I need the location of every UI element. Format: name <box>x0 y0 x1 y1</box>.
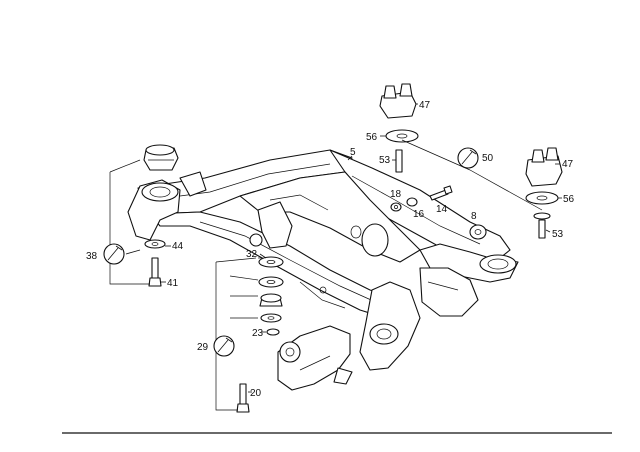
rear-right-mount-stack-47a <box>379 83 471 173</box>
callout-labels: 47 56 53 5 50 47 18 16 14 8 56 53 38 44 … <box>86 100 575 399</box>
wrench-icon <box>213 335 235 357</box>
callout-38: 38 <box>86 251 98 262</box>
callout-53-upper: 53 <box>379 155 391 166</box>
callout-14: 14 <box>436 204 448 215</box>
callout-5: 5 <box>350 147 356 158</box>
callout-16: 16 <box>413 209 425 220</box>
callout-32: 32 <box>246 249 258 260</box>
callout-53-right: 53 <box>552 229 564 240</box>
rear-left-mount-stack <box>215 256 284 413</box>
callout-56-upper: 56 <box>366 132 378 143</box>
front-left-mount-stack <box>109 144 179 287</box>
callout-44: 44 <box>172 241 184 252</box>
wrench-icon <box>103 243 125 265</box>
differential-housing <box>277 325 353 391</box>
callout-47-upper: 47 <box>419 100 431 111</box>
callout-41: 41 <box>167 278 179 289</box>
leader-lines <box>125 103 562 393</box>
callout-18: 18 <box>390 189 402 200</box>
callout-8: 8 <box>471 211 477 222</box>
axle-carrier-frame <box>127 149 519 371</box>
callout-29: 29 <box>197 342 209 353</box>
rear-right-mount-stack-47b <box>469 147 563 239</box>
wrench-icon <box>457 147 479 169</box>
callout-47-right: 47 <box>562 159 574 170</box>
callout-20: 20 <box>250 388 262 399</box>
callout-23: 23 <box>252 328 264 339</box>
callout-56-right: 56 <box>563 194 575 205</box>
callout-50: 50 <box>482 153 494 164</box>
small-fasteners <box>390 185 487 240</box>
